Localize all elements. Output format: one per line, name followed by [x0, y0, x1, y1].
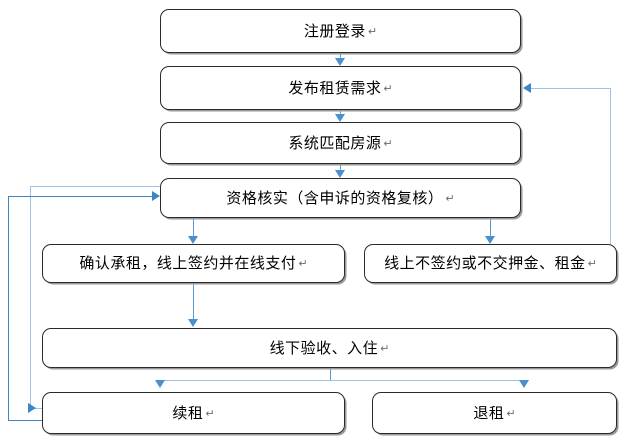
node-renew[interactable]: 续租↵ [42, 392, 345, 434]
node-confirm[interactable]: 确认承租，线上签约并在线支付↵ [42, 244, 345, 283]
node-terminate[interactable]: 退租↵ [372, 392, 617, 434]
edge-nosign-publish-hline [531, 88, 611, 89]
node-publish-label: 发布租赁需求 [288, 79, 382, 97]
pilcrow-icon: ↵ [383, 82, 393, 95]
pilcrow-icon: ↵ [380, 342, 390, 355]
edge-renew-verify-outer-vline [8, 196, 9, 420]
pilcrow-icon: ↵ [383, 137, 393, 150]
node-nosign[interactable]: 线上不签约或不交押金、租金↵ [364, 244, 617, 283]
node-nosign-label: 线上不签约或不交押金、租金 [384, 255, 586, 272]
edge-confirm-handover-line [193, 283, 194, 320]
node-handover[interactable]: 线下验收、入住↵ [42, 328, 617, 368]
node-verify-label: 资格核实（含申诉的资格复核） [226, 189, 444, 207]
node-match-label: 系统匹配房源 [288, 134, 382, 152]
pilcrow-icon: ↵ [506, 407, 516, 420]
pilcrow-icon: ↵ [367, 25, 378, 38]
edge-renew-verify-outer-hline-bottom [8, 420, 42, 421]
edge-publish-match-line [340, 110, 341, 116]
edge-renew-verify-inner-arrow-icon [28, 403, 36, 413]
edge-publish-match-arrow-icon [335, 114, 345, 122]
pilcrow-icon: ↵ [205, 407, 215, 420]
edge-renew-verify-inner-hline-bottom [30, 408, 43, 409]
edge-register-publish-line [340, 53, 341, 60]
edge-handover-terminate-arrow-icon [519, 380, 529, 388]
pilcrow-icon: ↵ [298, 258, 308, 270]
edge-handover-renew-arrow-icon [155, 380, 165, 388]
edge-verify-confirm-line [193, 218, 194, 236]
pilcrow-icon: ↵ [587, 258, 597, 270]
node-match[interactable]: 系统匹配房源↵ [160, 122, 521, 164]
pilcrow-icon: ↵ [445, 192, 455, 205]
node-renew-label: 续租 [172, 404, 204, 422]
edge-confirm-handover-arrow-icon [188, 319, 198, 327]
edge-renew-verify-outer-hline-top [8, 196, 155, 197]
edge-renew-verify-outer-arrow-icon [152, 191, 160, 201]
edge-nosign-publish-arrow-icon [523, 83, 531, 93]
edge-renew-verify-inner-vline [30, 186, 31, 408]
node-register-label: 注册登录 [303, 22, 366, 40]
edge-match-verify-line [340, 164, 341, 170]
edge-register-publish-arrow-icon [335, 58, 345, 66]
node-publish[interactable]: 发布租赁需求↵ [160, 66, 521, 110]
node-register[interactable]: 注册登录↵ [160, 9, 521, 53]
edge-verify-nosign-arrow-icon [485, 236, 495, 244]
node-verify[interactable]: 资格核实（含申诉的资格复核）↵ [160, 178, 521, 218]
edge-verify-nosign-line [490, 218, 491, 236]
edge-nosign-publish-vline [610, 88, 611, 244]
edge-handover-split-bar [160, 380, 525, 381]
edge-match-verify-arrow-icon [335, 170, 345, 178]
node-terminate-label: 退租 [473, 404, 505, 422]
node-confirm-label: 确认承租，线上签约并在线支付 [79, 255, 297, 272]
edge-handover-split-stem [330, 368, 331, 381]
edge-verify-confirm-arrow-icon [188, 236, 198, 244]
node-handover-label: 线下验收、入住 [269, 339, 379, 357]
edge-renew-verify-inner-hline-top [30, 186, 160, 187]
